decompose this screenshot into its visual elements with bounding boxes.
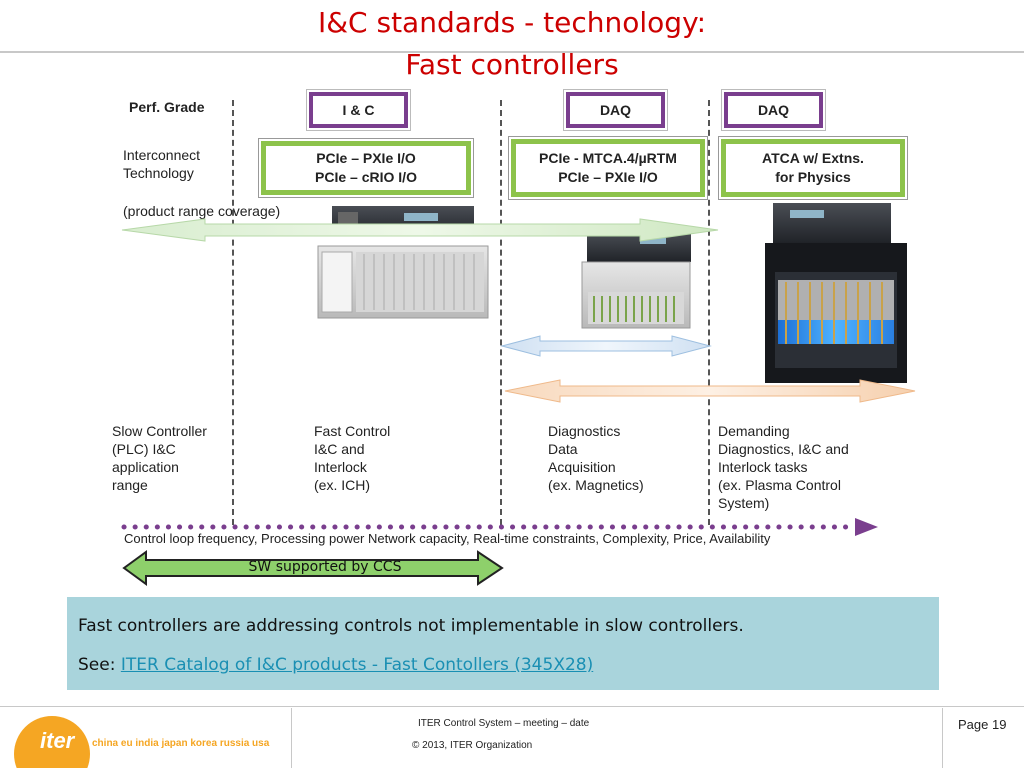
column-divider-2: [500, 100, 502, 525]
column-header-daq-2: DAQ: [721, 89, 826, 131]
tech-daq1-line-1: PCIe - MTCA.4/µRTM: [539, 150, 677, 166]
tech-box-ic: PCIe – PXIe I/O PCIe – cRIO I/O: [258, 138, 474, 198]
dotted-axis-arrowhead: [855, 518, 878, 536]
perf-grade-label: Perf. Grade: [129, 99, 205, 115]
desc-fast-line-4: (ex. ICH): [314, 477, 370, 493]
column-header-daq-1: DAQ: [563, 89, 668, 131]
desc-slow-line-2: (PLC) I&C: [112, 441, 176, 457]
desc-fast-line-3: Interlock: [314, 459, 367, 475]
ic-hardware-image: [317, 206, 489, 319]
member-countries: china eu india japan korea russia usa: [92, 738, 270, 749]
desc-diag-line-1: Diagnostics: [548, 423, 621, 439]
coverage-arrow-orange: [504, 379, 916, 403]
axis-label: Control loop frequency, Processing power…: [124, 531, 771, 546]
page-number: Page 19: [958, 717, 1007, 732]
desc-fast-line-2: I&C and: [314, 441, 365, 457]
desc-slow-line-4: range: [112, 477, 148, 493]
desc-demand-line-5: System): [718, 495, 770, 511]
coverage-label: (product range coverage): [123, 203, 281, 219]
slide-title-line-1: I&C standards - technology:: [317, 6, 707, 39]
column-header-ic: I & C: [306, 89, 411, 131]
desc-demand-line-2: Diagnostics, I&C and: [718, 441, 849, 457]
interconnect-label-1: Interconnect: [123, 147, 201, 163]
desc-demand-line-4: (ex. Plasma Control: [718, 477, 841, 493]
slide-title-line-2: Fast controllers: [405, 48, 619, 81]
desc-demand-line-3: Interlock tasks: [718, 459, 808, 475]
tech-box-daq-2: ATCA w/ Extns. for Physics: [718, 136, 908, 200]
tech-box-daq-1: PCIe - MTCA.4/µRTM PCIe – PXIe I/O: [508, 136, 708, 200]
coverage-arrow-blue: [500, 335, 712, 357]
desc-slow-line-1: Slow Controller: [112, 423, 207, 439]
footer-separator-left: [291, 708, 292, 768]
desc-slow-line-3: application: [112, 459, 179, 475]
sw-supported-label: SW supported by CCS: [248, 559, 402, 575]
note-see-line: See: ITER Catalog of I&C products - Fast…: [78, 655, 593, 675]
iter-logo-text: iter: [40, 728, 75, 753]
coverage-arrow-green: [121, 218, 719, 242]
desc-fast-line-1: Fast Control: [314, 423, 391, 439]
note-text: Fast controllers are addressing controls…: [78, 616, 744, 636]
hardware-illustrations: [121, 203, 916, 536]
atca-hardware-image: [765, 203, 907, 383]
tech-ic-line-1: PCIe – PXIe I/O: [316, 150, 416, 166]
column-divider-1: [232, 100, 234, 525]
desc-diag-line-4: (ex. Magnetics): [548, 477, 644, 493]
tech-daq2-line-2: for Physics: [775, 169, 851, 185]
note-panel: [67, 597, 939, 690]
desc-diag-line-2: Data: [548, 441, 578, 457]
mtca-hardware-image: [581, 232, 691, 329]
footer-meeting: ITER Control System – meeting – date: [418, 718, 590, 729]
desc-demand-line-1: Demanding: [718, 423, 790, 439]
footer-separator-right: [942, 708, 943, 768]
desc-slow-controller: Slow Controller (PLC) I&C application ra…: [112, 422, 207, 494]
desc-diag-line-3: Acquisition: [548, 459, 616, 475]
title-divider: [0, 51, 1024, 53]
desc-fast-control: Fast Control I&C and Interlock (ex. ICH): [314, 422, 390, 494]
tech-daq2-line-1: ATCA w/ Extns.: [762, 150, 864, 166]
catalog-link[interactable]: ITER Catalog of I&C products - Fast Cont…: [120, 655, 594, 675]
iter-logo: [14, 716, 90, 768]
desc-demanding: Demanding Diagnostics, I&C and Interlock…: [718, 422, 849, 512]
footer-divider: [0, 706, 1024, 707]
note-see-prefix: See:: [78, 655, 121, 675]
tech-daq1-line-2: PCIe – PXIe I/O: [558, 169, 658, 185]
interconnect-label-2: Technology: [123, 165, 194, 181]
column-divider-3: [708, 100, 710, 525]
sw-supported-arrow: [122, 550, 504, 586]
tech-ic-line-2: PCIe – cRIO I/O: [315, 169, 417, 185]
desc-diagnostics: Diagnostics Data Acquisition (ex. Magnet…: [548, 422, 644, 494]
footer-copyright: © 2013, ITER Organization: [412, 740, 533, 751]
